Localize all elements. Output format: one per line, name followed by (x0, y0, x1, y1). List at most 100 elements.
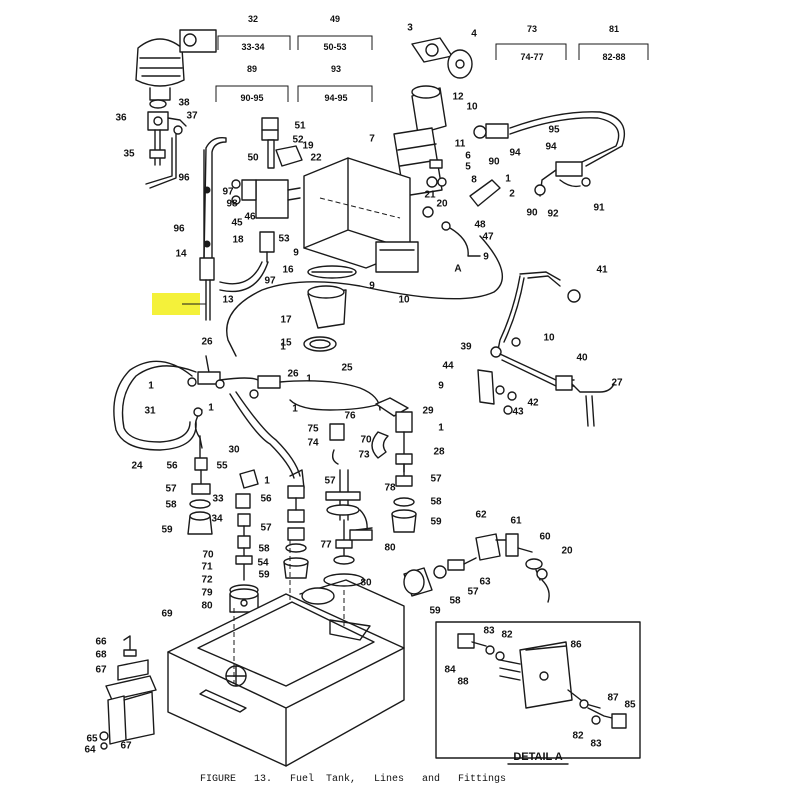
callout-label: 59 (429, 606, 441, 617)
callout-label: 56 (166, 461, 178, 472)
group-range: 90-95 (240, 93, 263, 103)
callout-label: 20 (436, 199, 448, 210)
callout-label: 92 (547, 209, 559, 220)
bracket-group-81: 81 82-88 (578, 24, 649, 62)
callout-label: 26 (201, 337, 213, 348)
fitting-column-center-left (229, 469, 259, 613)
filler-seals (303, 265, 357, 352)
callout-label: 27 (611, 378, 623, 389)
callout-label: 72 (201, 575, 213, 586)
callout-label: 53 (278, 234, 290, 245)
callout-label: 80 (201, 601, 213, 612)
sender-gauge-stack (323, 423, 365, 587)
callout-label: 60 (539, 532, 551, 543)
callout-label: 30 (228, 445, 240, 456)
callout-label: 26 (287, 369, 299, 380)
fuel-tank (167, 540, 405, 767)
callout-label: 42 (527, 398, 539, 409)
callout-label: 55 (216, 461, 228, 472)
callout-label: 28 (433, 447, 445, 458)
callout-label: 69 (161, 609, 173, 620)
callout-label: 64 (84, 745, 96, 756)
right-fitting-chain (403, 533, 550, 603)
callout-label: 65 (86, 734, 98, 745)
callout-label: 45 (231, 218, 243, 229)
callout-label: 94 (545, 142, 557, 153)
callout-label: 90 (488, 157, 500, 168)
callout-label: 56 (260, 494, 272, 505)
lower-left-fuel-loop (113, 355, 381, 479)
callout-label: 7 (369, 134, 375, 145)
callout-label: 31 (144, 406, 156, 417)
callout-label: 58 (165, 500, 177, 511)
callout-label: 50 (247, 153, 259, 164)
callout-label: 86 (570, 640, 582, 651)
callout-label: 4 (471, 29, 477, 40)
callout-label: 95 (548, 125, 560, 136)
callout-label: 83 (483, 626, 495, 637)
callout-label: 9 (438, 381, 444, 392)
callout-label: 71 (201, 562, 213, 573)
callout-label: 79 (201, 588, 213, 599)
bracket-group-49: 49 50-53 (297, 14, 373, 52)
callout-label: 73 (358, 450, 370, 461)
callout-label: 16 (282, 265, 294, 276)
callout-label: 22 (310, 153, 322, 164)
callout-label: 38 (178, 98, 190, 109)
callout-label: 47 (482, 232, 494, 243)
callout-label: 57 (165, 484, 177, 495)
callout-label: A (454, 264, 461, 275)
callout-label: 57 (430, 474, 442, 485)
callout-label: 3 (407, 23, 413, 34)
group-range: 50-53 (323, 42, 346, 52)
callout-label: 80 (360, 578, 372, 589)
callout-label: 63 (479, 577, 491, 588)
callout-label: 84 (444, 665, 456, 676)
callout-label: 70 (202, 550, 214, 561)
group-number: 89 (247, 64, 257, 74)
callout-label: 58 (258, 544, 270, 555)
fuel-return-line (199, 137, 227, 321)
callout-label: 10 (543, 333, 555, 344)
callout-label: 67 (120, 741, 132, 752)
callout-label: 61 (510, 516, 522, 527)
callout-label: 83 (590, 739, 602, 750)
callout-label: 87 (607, 693, 619, 704)
callout-label: 98 (226, 199, 238, 210)
callout-label: 39 (460, 342, 472, 353)
callout-label: 44 (442, 361, 454, 372)
callout-label: 59 (258, 570, 270, 581)
bracket-group-73: 73 74-77 (495, 24, 567, 62)
callout-label: 91 (593, 203, 605, 214)
group-range: 82-88 (602, 52, 625, 62)
callout-label: 80 (384, 543, 396, 554)
fuel-filter-assembly (135, 29, 217, 189)
callout-label: 1 (505, 174, 511, 185)
callout-label: 11 (455, 139, 466, 150)
filler-neck-assembly (393, 37, 473, 197)
callout-label: 46 (244, 212, 256, 223)
figure-caption: FIGURE 13. Fuel Tank, Lines and Fittings (200, 773, 506, 785)
bracket-group-89: 89 90-95 (215, 64, 289, 103)
fitting-column-left (187, 457, 213, 535)
callout-label: 9 (293, 248, 299, 259)
group-number: 93 (331, 64, 341, 74)
fitting-column-right (349, 397, 417, 541)
callout-label: 18 (232, 235, 244, 246)
callout-label: 10 (466, 102, 478, 113)
callout-label: 25 (341, 363, 353, 374)
callout-label: 43 (512, 407, 524, 418)
callout-label: 85 (624, 700, 636, 711)
right-mid-fuel-line (477, 337, 615, 427)
callout-label: 66 (95, 637, 107, 648)
group-number: 49 (330, 14, 340, 24)
callout-label: 57 (260, 523, 272, 534)
callout-label: 14 (175, 249, 187, 260)
callout-label: 5 (465, 162, 471, 173)
callout-label: 1 (280, 342, 286, 353)
callout-label: 34 (211, 514, 223, 525)
callout-label: 19 (302, 141, 314, 152)
